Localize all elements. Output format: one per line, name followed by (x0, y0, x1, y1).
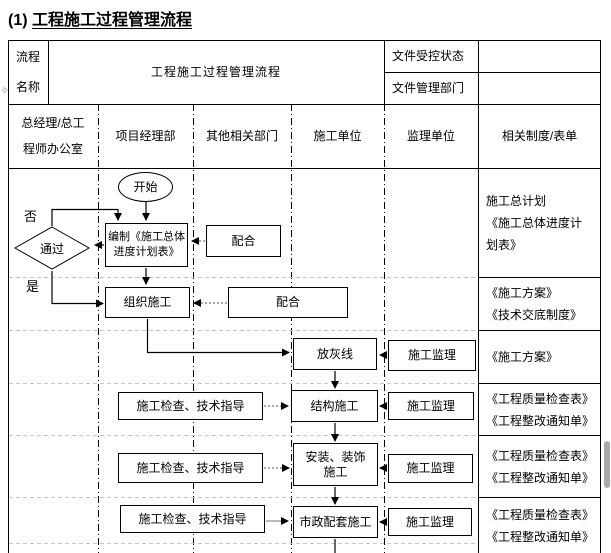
table-hline-168 (8, 168, 601, 169)
docs-cell-3: 《施工方案》 (486, 350, 559, 364)
branch-yes-label: 是 (26, 279, 40, 294)
doc-controlled-state-value (478, 40, 601, 72)
lay-line-box: 放灰线 (293, 338, 377, 370)
table-vline-48 (48, 40, 49, 104)
lane-other-dept: 其他相关部门 (205, 129, 278, 143)
docs-cell-6: 《工程质量检查表》 《工程整改通知单》 (486, 507, 595, 544)
supervision-box-4: 施工监理 (388, 508, 472, 536)
inspection-box-1: 施工检查、技术指导 (118, 392, 263, 420)
doc-manage-dept-label: 文件管理部门 (392, 81, 465, 95)
organize-construction-box: 组织施工 (105, 287, 190, 318)
municipal-construction-box: 市政配套施工 (293, 506, 378, 538)
page-title: (1) 工程施工过程管理流程 (8, 6, 192, 30)
docs-cell-2: 《施工方案》 《技术交底制度》 (486, 286, 583, 322)
title-prefix: (1) (8, 12, 28, 29)
table-hline-104 (8, 104, 601, 105)
docs-cell-1: 施工总计划 《施工总体进度计 划表》 (486, 194, 583, 252)
decision-diamond: 通过 (13, 226, 91, 270)
table-hline-72 (384, 72, 601, 73)
cooperate-box-1: 配合 (206, 225, 281, 257)
cursor-artifact-icon: ✧ (0, 85, 10, 97)
table-vline-384 (384, 40, 385, 104)
inspection-box-3: 施工检查、技术指导 (120, 505, 265, 533)
docs-cell-4: 《工程质量检查表》 《工程整改通知单》 (486, 391, 595, 428)
docs-cell-5: 《工程质量检查表》 《工程整改通知单》 (486, 448, 595, 485)
doc-controlled-state-label: 文件受控状态 (392, 49, 465, 63)
process-name-label: 流程 名称 (15, 50, 40, 94)
compile-plan-box: 编制《施工总体 进度计划表》 (105, 223, 188, 267)
table-outline (8, 40, 601, 553)
title-main: 工程施工过程管理流程 (32, 12, 193, 29)
lane-supervision-unit: 监理单位 (406, 129, 455, 143)
decision-label: 通过 (39, 241, 64, 256)
start-node: 开始 (118, 172, 173, 202)
table-vline-478 (478, 40, 479, 553)
supervision-box-1: 施工监理 (388, 340, 476, 371)
lane-construction-unit: 施工单位 (313, 129, 362, 143)
process-name-value: 工程施工过程管理流程 (150, 65, 281, 79)
doc-manage-dept-value (478, 72, 601, 104)
cooperate-box-2: 配合 (228, 287, 348, 318)
branch-no-label: 否 (24, 209, 38, 224)
lane-project-dept: 项目经理部 (115, 129, 176, 143)
install-decorate-box: 安装、装饰 施工 (293, 443, 378, 486)
scrollbar-thumb[interactable] (604, 441, 610, 488)
supervision-box-2: 施工监理 (388, 392, 474, 420)
lane-docs-column: 相关制度/表单 (501, 129, 578, 143)
structure-construction-box: 结构施工 (291, 390, 378, 422)
supervision-box-3: 施工监理 (388, 454, 473, 483)
lane-office: 总经理/总工 程师办公室 (21, 116, 85, 156)
inspection-box-2: 施工检查、技术指导 (118, 453, 263, 483)
